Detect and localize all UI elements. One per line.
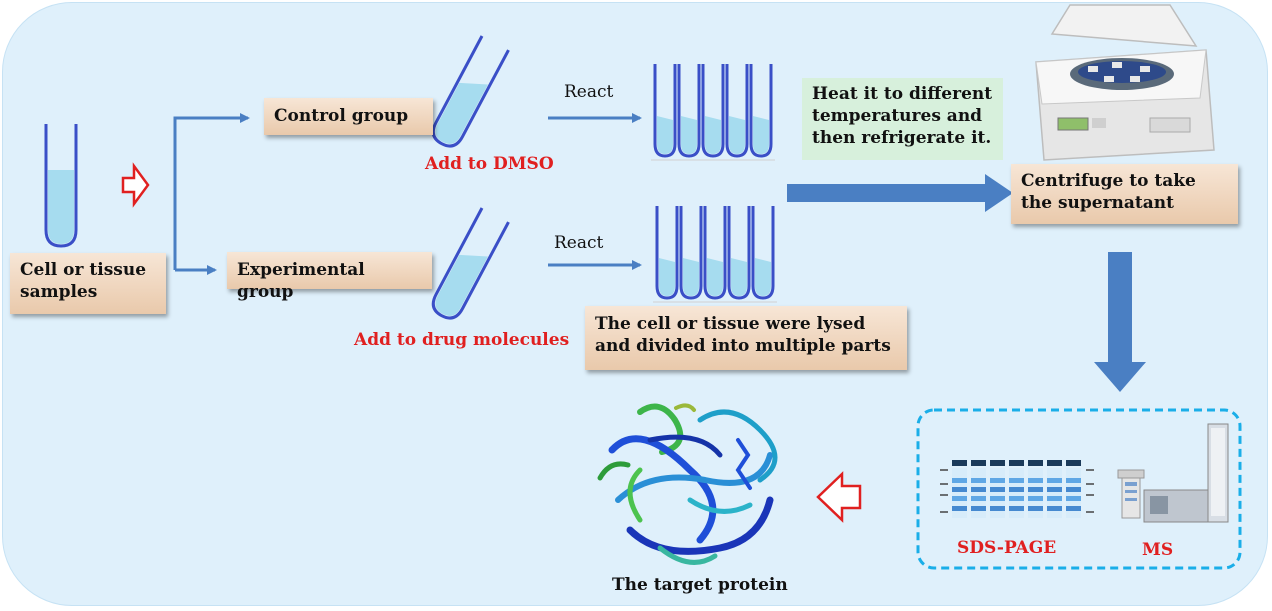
tube-rack-experimental-icon <box>653 206 777 303</box>
rack-tube-icon <box>679 206 703 300</box>
react-label-bottom: React <box>554 233 604 253</box>
add-drug-label: Add to drug molecules <box>354 330 570 350</box>
red-left-arrow-icon <box>816 471 862 523</box>
experimental-group-box: Experimental group <box>227 252 432 302</box>
sds-page-gel-icon <box>940 460 1094 518</box>
control-group-box: Control group <box>264 98 433 135</box>
rack-tube-icon <box>751 206 775 300</box>
gel-lane <box>1066 460 1081 518</box>
gel-lane <box>952 460 967 518</box>
sample-box: Cell or tissue samples <box>10 253 166 314</box>
centrifuge-icon <box>1035 4 1215 161</box>
rack-tube-icon <box>725 64 749 158</box>
react-label-top: React <box>564 82 614 102</box>
rack-tube-icon <box>727 206 751 300</box>
target-protein-label: The target protein <box>612 575 788 595</box>
rack-tube-icon <box>653 64 677 158</box>
dmso-tube-icon <box>431 35 510 148</box>
red-right-arrow-icon <box>121 162 150 208</box>
gel-lane <box>971 460 986 518</box>
react-arrows <box>548 113 642 270</box>
rack-tube-icon <box>703 206 727 300</box>
drug-tube-icon <box>431 207 510 320</box>
gel-lane <box>990 460 1005 518</box>
tube-rack-control-icon <box>651 64 775 161</box>
lysed-box: The cell or tissue were lysed and divide… <box>585 306 907 370</box>
big-down-arrow-icon <box>1094 252 1146 392</box>
heat-box: Heat it to different temperatures and th… <box>802 78 1003 160</box>
target-protein-structure-icon <box>597 403 778 565</box>
analysis-box <box>916 408 1242 570</box>
gel-lane <box>1028 460 1043 518</box>
rack-tube-icon <box>677 64 701 158</box>
rack-tube-icon <box>749 64 773 158</box>
big-right-arrow-icon <box>787 174 1013 212</box>
sample-tube-icon <box>44 124 78 248</box>
ms-instrument-icon <box>1117 423 1229 523</box>
rack-tube-icon <box>655 206 679 300</box>
centrifuge-box: Centrifuge to take the supernatant <box>1011 164 1238 224</box>
ms-label: MS <box>1142 540 1174 560</box>
sds-page-label: SDS-PAGE <box>957 538 1057 558</box>
gel-lane <box>1047 460 1062 518</box>
branch-arrows <box>173 113 250 275</box>
add-dmso-label: Add to DMSO <box>425 154 554 174</box>
rack-tube-icon <box>701 64 725 158</box>
gel-lane <box>1009 460 1024 518</box>
